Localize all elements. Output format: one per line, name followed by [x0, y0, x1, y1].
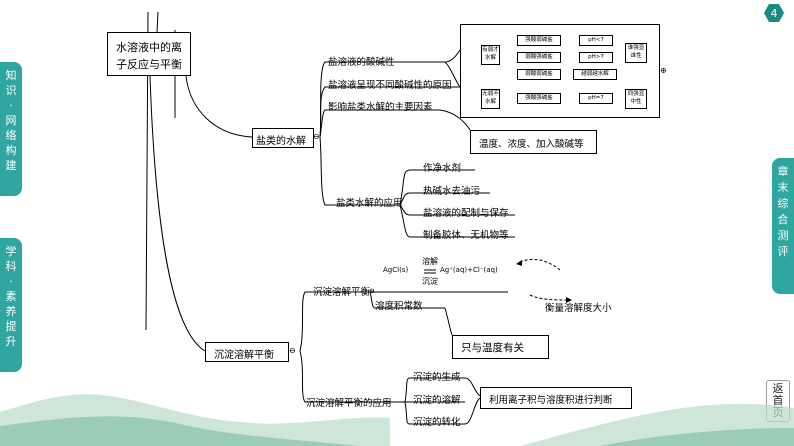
salt-strong-acid-strong-base: 强酸强碱盐 [517, 93, 561, 104]
salt-strong-acid-weak-base: 强酸弱碱盐 [517, 35, 561, 46]
judge-box: 利用离子积与溶度积进行判断 [480, 387, 632, 409]
judge-text: 利用离子积与溶度积进行判断 [489, 395, 613, 406]
hydrolysis-sub-acidity: 盐溶液的酸碱性 [328, 57, 395, 68]
salt-weak-acid-weak-base: 弱酸弱碱盐 [517, 69, 561, 80]
tab-knowledge-network-label: 知 识·网 络 构 建 [5, 69, 17, 172]
hydrolysis-app-3: 盐溶液的配制与保存 [423, 208, 509, 219]
hydrolysis-label: 盐类的水解 [256, 136, 306, 147]
equation-left: AgCl(s) [383, 266, 409, 274]
precip-node: 沉淀溶解平衡 [205, 342, 289, 362]
root-topic-line1: 水溶液中的离 [116, 41, 182, 54]
precip-app-dissolution: 沉淀的溶解 [413, 395, 461, 406]
ksp-temp-box: 只与温度有关 [452, 335, 549, 359]
tab-knowledge-network[interactable]: 知 识·网 络 构 建 [0, 62, 22, 196]
ksp-temp-text: 只与温度有关 [461, 342, 524, 354]
hydrolysis-application-label: 盐类水解的应用 [336, 198, 403, 209]
equation-dissolve: 溶解 [422, 257, 438, 266]
hydrolysis-app-1: 作净水剂 [423, 163, 462, 174]
factors-box: 温度、浓度、加入酸碱等 [470, 130, 597, 154]
ph-less-than-7: pH<7 [579, 35, 613, 46]
equation-precipitate: 沉淀 [422, 277, 438, 286]
hydrolysis-table: 有弱才水解 无弱不水解 强酸弱碱盐 弱酸强碱盐 弱酸弱碱盐 强酸强碱盐 pH<7… [460, 24, 660, 118]
precip-label: 沉淀溶解平衡 [214, 350, 274, 361]
precip-app-conversion: 沉淀的转化 [413, 417, 461, 428]
salt-weak-acid-strong-base: 弱酸强碱盐 [517, 52, 561, 63]
factors-text: 温度、浓度、加入酸碱等 [479, 139, 584, 150]
minus-sign[interactable]: ⊖ [313, 132, 320, 141]
page-number-badge: 4 [764, 4, 784, 22]
tab-chapter-test-label: 章 末 综 合 测 评 [777, 165, 789, 258]
precip-minus-small[interactable]: ⊖ [369, 287, 375, 295]
row-strong-no-hydrolyze: 无弱不水解 [481, 89, 500, 109]
precip-app-formation: 沉淀的生成 [413, 372, 461, 383]
equation-right: Ag⁺(aq)+Cl⁻(aq) [440, 266, 498, 274]
precip-sub-equilibrium: 沉淀溶解平衡 [313, 287, 371, 298]
precip-minus-sign[interactable]: ⊖ [289, 346, 296, 355]
precip-application-label: 沉淀溶解平衡的应用 [306, 398, 392, 409]
tab-subject-literacy-label: 学 科·素 养 提 升 [5, 245, 17, 348]
ph-equal-7: pH=7 [579, 93, 613, 104]
hydrolysis-app-2: 热碱水去油污 [423, 186, 481, 197]
hydrolysis-node: 盐类的水解 [252, 128, 314, 148]
root-topic-box: 水溶液中的离 子反应与平衡 [107, 32, 191, 76]
weaker-more-hydrolysis: 越弱越水解 [573, 69, 617, 80]
hydrolysis-sub-factors: 影响盐类水解的主要因素 [328, 102, 433, 113]
plus-sign[interactable]: ⊕ [660, 66, 667, 75]
root-topic-line2: 子反应与平衡 [116, 58, 182, 71]
landscape-decoration [0, 394, 794, 446]
result-neutral: 同强显中性 [625, 89, 647, 109]
ksp-label: 溶度积常数 [375, 301, 423, 312]
tab-subject-literacy[interactable]: 学 科·素 养 提 升 [0, 238, 22, 372]
row-weak-hydrolyze: 有弱才水解 [481, 45, 500, 65]
ph-greater-than-7: pH>7 [579, 52, 613, 63]
hydrolysis-app-4: 制备胶体、无机物等 [423, 230, 509, 241]
result-stronger-shows: 谁强显谁性 [625, 43, 647, 63]
tab-chapter-test[interactable]: 章 末 综 合 测 评 [772, 158, 794, 294]
hydrolysis-sub-reason: 盐溶液呈现不同酸碱性的原因 [328, 80, 452, 91]
svg-text:4: 4 [771, 7, 778, 20]
ksp-note: 衡量溶解度大小 [545, 303, 612, 314]
